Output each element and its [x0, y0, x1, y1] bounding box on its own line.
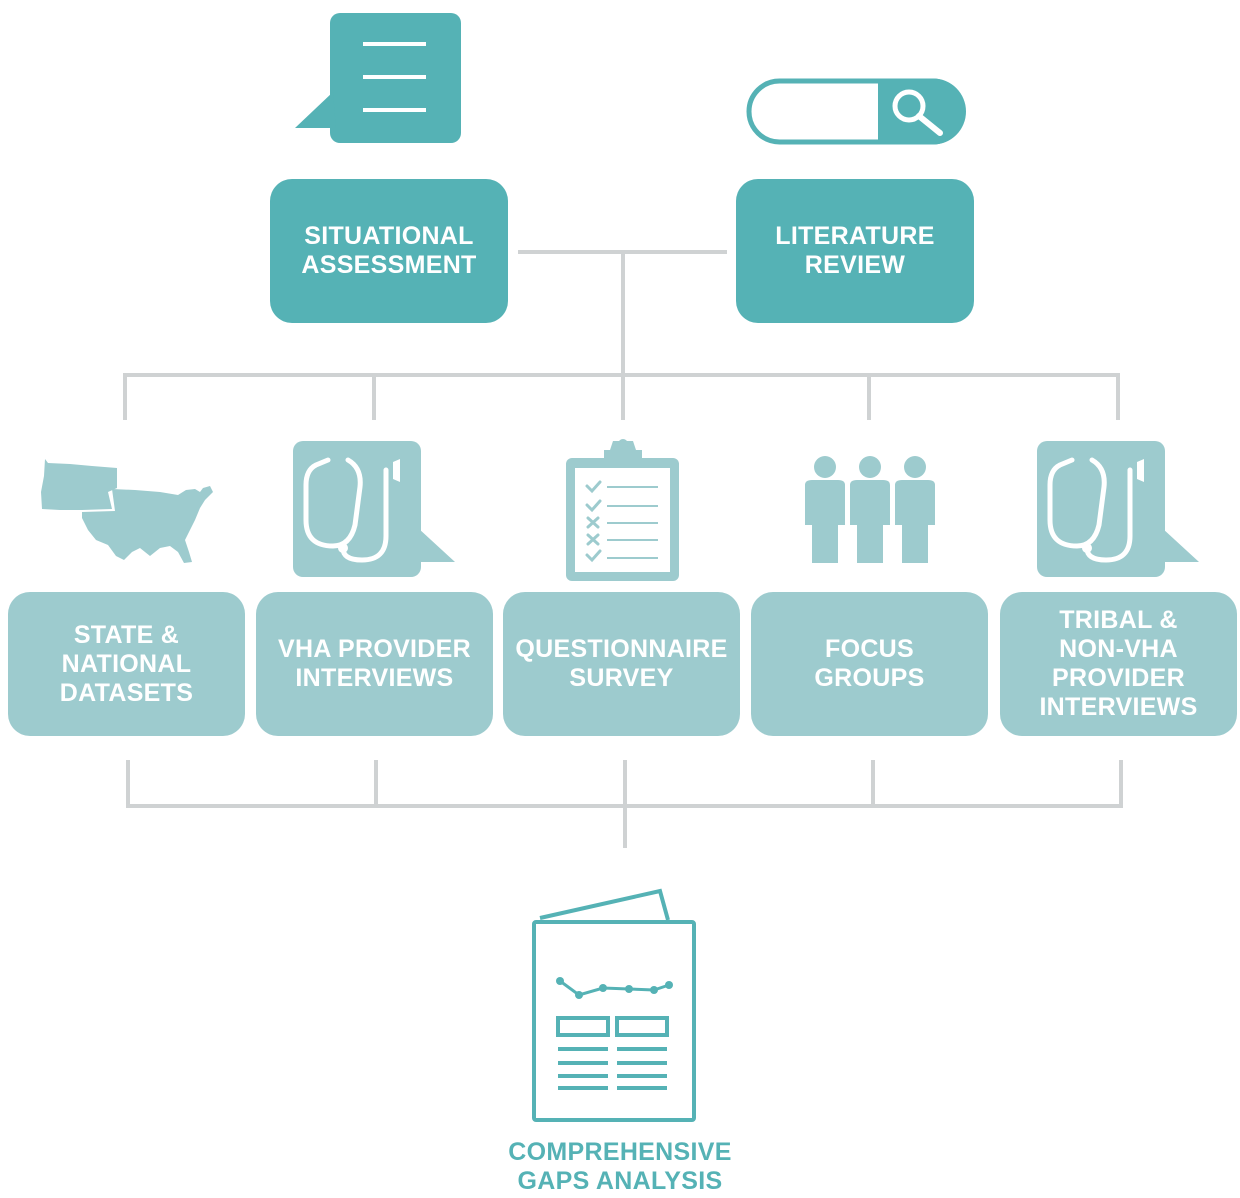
stethoscope-bubble-icon [293, 441, 455, 577]
focus-groups-box [751, 592, 988, 736]
state-national-datasets-box [8, 592, 245, 736]
speech-bubble-document-icon [295, 13, 461, 143]
literature-review-label: LITERATURE REVIEW [775, 222, 935, 279]
comprehensive-gaps-analysis-label: COMPREHENSIVE GAPS ANALYSIS [508, 1138, 732, 1195]
people-group-icon [805, 456, 935, 563]
tribal-non-vha-provider-interviews-label: TRIBAL & NON-VHA PROVIDER INTERVIEWS [1039, 606, 1198, 721]
questionnaire-survey-box [503, 592, 740, 736]
clipboard-checklist-icon [566, 439, 679, 581]
state-national-datasets-label: STATE & NATIONAL DATASETS [59, 620, 194, 707]
vha-provider-interviews-box [256, 592, 493, 736]
vha-provider-interviews-label: VHA PROVIDER INTERVIEWS [278, 635, 471, 692]
literature-review-box [736, 179, 974, 323]
situational-assessment-label: SITUATIONAL ASSESSMENT [301, 222, 477, 279]
connector-lines [123, 250, 1123, 848]
tribal-non-vha-provider-interviews-box [1000, 592, 1237, 736]
stethoscope-bubble-icon [1037, 441, 1199, 577]
focus-groups-label: FOCUS GROUPS [814, 635, 925, 692]
search-bar-icon [746, 78, 966, 145]
situational-assessment-box [270, 179, 508, 323]
questionnaire-survey-label: QUESTIONNAIRE SURVEY [515, 635, 728, 692]
report-document-icon [532, 888, 696, 1122]
us-map-icon [41, 459, 213, 563]
